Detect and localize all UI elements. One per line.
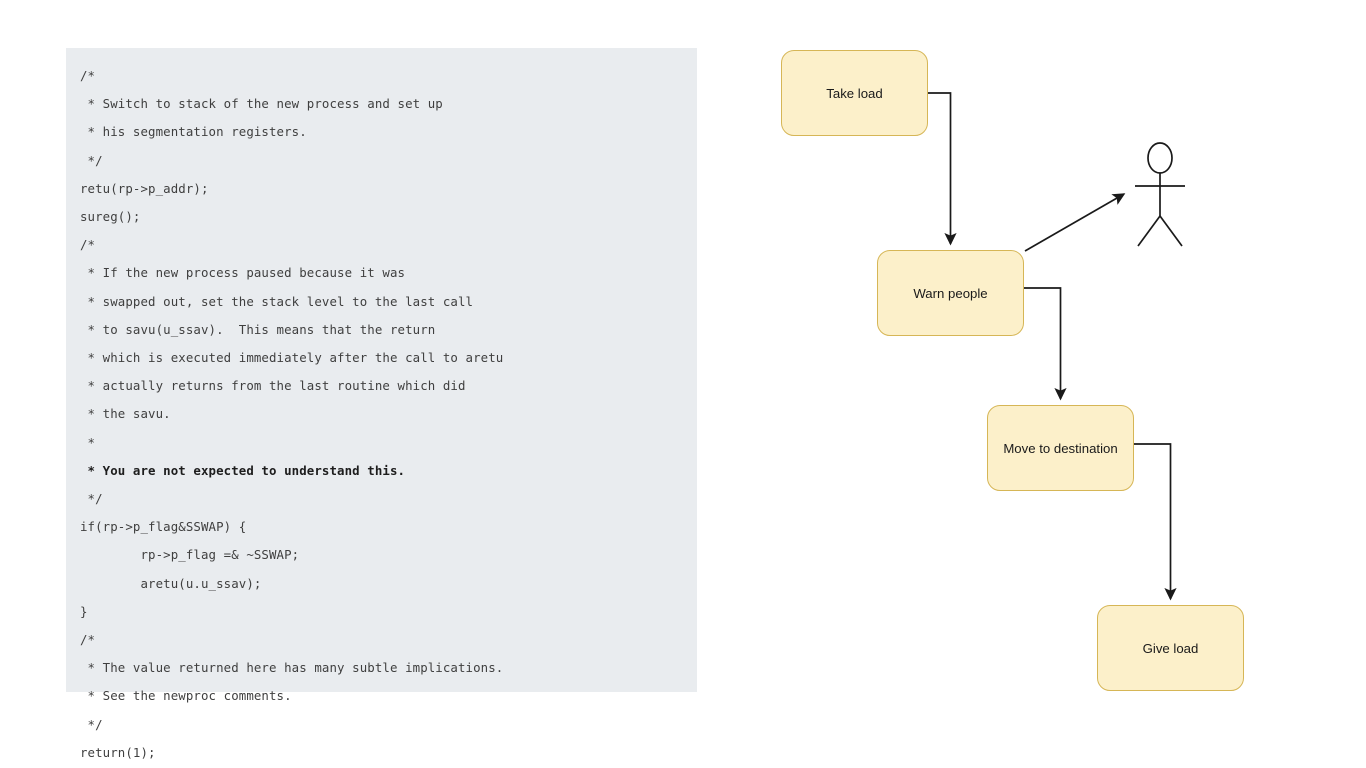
- code-line: *: [80, 434, 96, 450]
- code-line: * See the newproc comments.: [80, 688, 292, 704]
- code-line: */: [80, 491, 103, 507]
- code-line: * the savu.: [80, 406, 171, 422]
- code-line: * If the new process paused because it w…: [80, 265, 406, 281]
- code-line: * You are not expected to understand thi…: [80, 462, 406, 478]
- code-line: * Switch to stack of the new process and…: [80, 96, 443, 112]
- edge-warn-people-to-actor: [1024, 193, 1126, 252]
- code-line: return(1);: [80, 744, 156, 760]
- code-line: rp->p_flag =& ~SSWAP;: [80, 547, 300, 563]
- code-line: sureg();: [80, 209, 141, 225]
- activity-node-give-load[interactable]: Give load: [1097, 605, 1244, 691]
- code-line: if(rp->p_flag&SSWAP) {: [80, 519, 247, 535]
- activity-diagram: Take load Warn people Move to destinatio…: [740, 20, 1300, 720]
- code-line: /*: [80, 68, 96, 83]
- diagram-edges: [928, 92, 1177, 601]
- activity-node-move-to-destination[interactable]: Move to destination: [987, 405, 1134, 491]
- edge-warn-people-to-move-destination: [1024, 287, 1067, 401]
- activity-node-label: Warn people: [913, 285, 988, 301]
- edge-move-destination-to-give-load: [1134, 443, 1177, 601]
- code-line: }: [80, 603, 88, 619]
- code-line: * which is executed immediately after th…: [80, 350, 504, 366]
- activity-node-label: Give load: [1142, 640, 1199, 656]
- activity-node-label: Take load: [826, 85, 883, 101]
- activity-node-warn-people[interactable]: Warn people: [877, 250, 1024, 336]
- code-line: /*: [80, 237, 96, 253]
- edge-take-load-to-warn-people: [928, 92, 957, 246]
- stick-figure-actor-icon: [1135, 142, 1185, 247]
- code-line: * The value returned here has many subtl…: [80, 660, 504, 676]
- code-line: * his segmentation registers.: [80, 124, 307, 140]
- code-line: /*: [80, 632, 96, 648]
- code-line: * to savu(u_ssav). This means that the r…: [80, 321, 436, 337]
- code-line: * actually returns from the last routine…: [80, 378, 466, 394]
- code-line: */: [80, 716, 103, 732]
- code-line: aretu(u.u_ssav);: [80, 575, 262, 591]
- code-line: retu(rp->p_addr);: [80, 180, 209, 196]
- activity-node-take-load[interactable]: Take load: [781, 50, 928, 136]
- code-line: */: [80, 152, 103, 168]
- activity-node-label: Move to destination: [1003, 440, 1118, 456]
- code-listing-text: /* * Switch to stack of the new process …: [80, 62, 697, 767]
- code-listing-panel: /* * Switch to stack of the new process …: [66, 48, 697, 760]
- code-line: * swapped out, set the stack level to th…: [80, 293, 474, 309]
